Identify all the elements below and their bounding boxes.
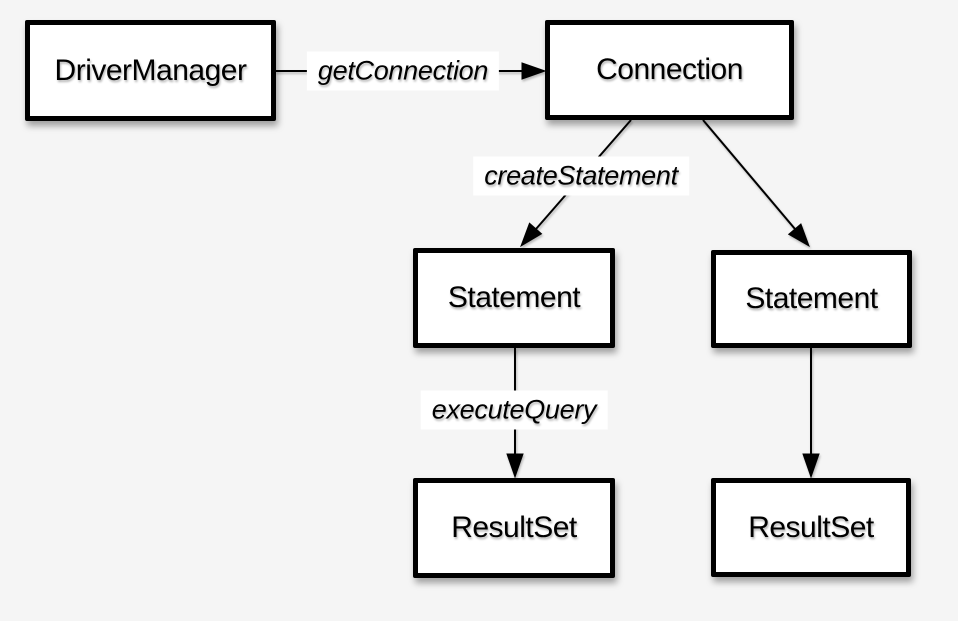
node-resultset-right-label: ResultSet — [748, 510, 874, 544]
edge-label-getconnection: getConnection — [306, 51, 500, 91]
node-drivermanager-label: DriverManager — [54, 53, 247, 87]
node-statement-left-label: Statement — [447, 281, 581, 314]
node-resultset-left: ResultSet — [413, 478, 615, 578]
node-resultset-right: ResultSet — [711, 478, 911, 577]
edge-label-executequery: executeQuery — [420, 390, 608, 430]
arrowhead-down-icon — [802, 453, 820, 479]
arrowhead-down-icon — [506, 453, 524, 479]
arrowhead-right-icon — [521, 62, 547, 80]
edge-statement-right-resultset-right-arrow — [802, 348, 820, 479]
node-connection: Connection — [545, 20, 794, 120]
arrowhead-down-right-icon — [787, 223, 810, 248]
node-resultset-left-label: ResultSet — [451, 511, 577, 544]
node-statement-right: Statement — [711, 250, 912, 348]
edge-label-createstatement: createStatement — [473, 156, 689, 196]
node-connection-label: Connection — [596, 53, 743, 86]
node-drivermanager: DriverManager — [25, 20, 276, 121]
edge-connection-statement-right-arrow — [702, 119, 810, 248]
node-statement-left: Statement — [413, 248, 615, 348]
node-statement-right-label: Statement — [745, 282, 878, 315]
arrowhead-down-left-icon — [520, 222, 543, 248]
